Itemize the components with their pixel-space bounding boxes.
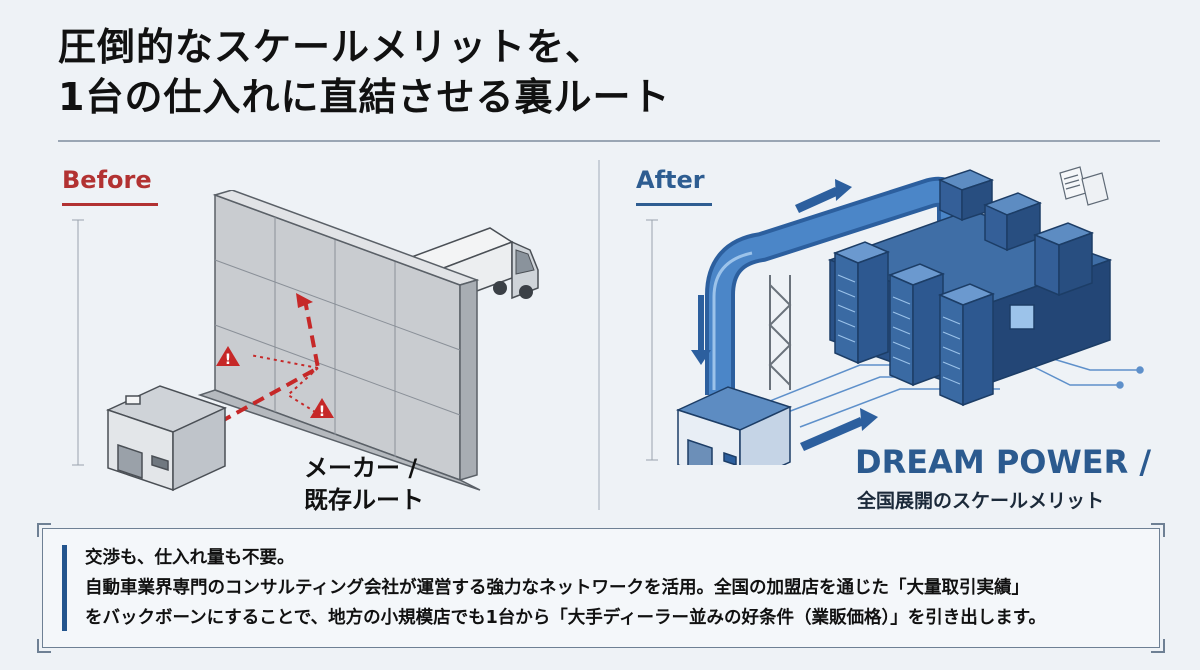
info-heading: 交渉も、仕入れ量も不要。	[85, 548, 295, 568]
concrete-wall	[197, 190, 481, 491]
before-label-underline	[62, 203, 158, 206]
svg-text:!: !	[225, 352, 231, 368]
before-caption-line-2: 既存ルート	[304, 486, 424, 514]
flow-arrow-icon	[800, 408, 878, 451]
warning-icon: !	[310, 398, 334, 420]
info-text: 交渉も、仕入れ量も不要。 自動車業界専門のコンサルティング会社が運営する強力なネ…	[85, 543, 1046, 633]
after-illustration	[646, 166, 1144, 465]
flow-arrow-icon	[795, 179, 852, 213]
blocked-route-arrow	[219, 299, 321, 424]
info-box: 交渉も、仕入れ量も不要。 自動車業界専門のコンサルティング会社が運営する強力なネ…	[37, 523, 1165, 653]
title-line-2: 1台の仕入れに直結させる裏ルート	[58, 75, 671, 119]
title-divider	[58, 140, 1160, 142]
box-corner	[37, 523, 51, 537]
dimension-line	[72, 219, 84, 466]
before-caption-line-1: メーカー /	[304, 454, 418, 482]
document-icon	[1059, 166, 1109, 206]
after-caption: 全国展開のスケールメリット	[857, 490, 1105, 512]
brand-name: DREAM POWER /	[855, 443, 1152, 481]
box-corner	[1151, 523, 1165, 537]
panel-divider	[598, 160, 600, 510]
title-line-1: 圧倒的なスケールメリットを、	[58, 25, 605, 69]
before-label: Before	[62, 166, 152, 194]
pipe-support	[768, 275, 792, 390]
flow-arrow-icon	[691, 295, 711, 365]
svg-text:!: !	[319, 404, 325, 420]
warning-icon: !	[216, 346, 240, 368]
after-label-underline	[636, 203, 712, 206]
after-label: After	[636, 166, 705, 194]
before-illustration: ! !	[72, 190, 539, 492]
page-title: 圧倒的なスケールメリットを、 1台の仕入れに直結させる裏ルート	[58, 22, 670, 122]
small-shop-icon	[105, 385, 228, 492]
info-accent-bar	[62, 545, 67, 631]
info-body-line-2: をバックボーンにすることで、地方の小規模店でも1台から「大手ディーラー並みの好条…	[85, 608, 1047, 628]
server-rack-cluster	[827, 169, 1113, 407]
rack-slots	[837, 274, 961, 385]
info-body-line-1: 自動車業界専門のコンサルティング会社が運営する強力なネットワークを活用。全国の加…	[85, 578, 1029, 598]
small-shop-icon	[675, 386, 793, 465]
box-corner	[37, 639, 51, 653]
dimension-line	[646, 219, 658, 461]
box-corner	[1151, 639, 1165, 653]
before-caption: メーカー / 既存ルート	[304, 452, 424, 516]
